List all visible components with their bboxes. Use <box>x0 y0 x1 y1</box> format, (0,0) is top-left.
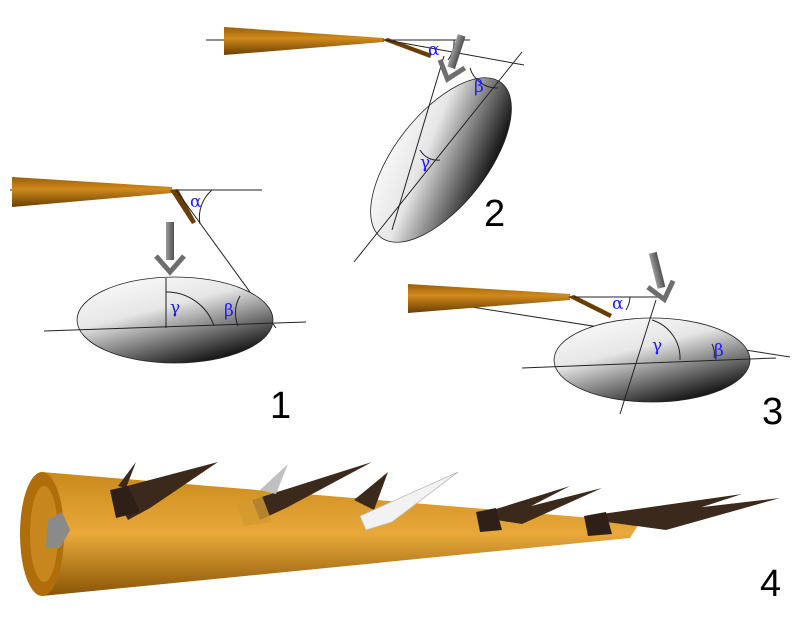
alpha-label: α <box>612 294 624 314</box>
beta-label: β <box>714 341 724 361</box>
beta-label: β <box>474 77 484 97</box>
panel-number: 4 <box>760 563 781 605</box>
beta-arc <box>234 295 241 327</box>
dendrite-cone <box>42 472 640 596</box>
beta-arc <box>469 67 499 89</box>
panel-number: 3 <box>762 391 783 433</box>
panel-number: 2 <box>484 193 505 235</box>
probe-tip <box>382 38 432 58</box>
gamma-arc <box>419 149 441 161</box>
probe-cantilever <box>12 177 172 207</box>
ellipsoid-particle <box>553 317 751 403</box>
gamma-arc <box>165 291 215 327</box>
alpha-arc <box>198 189 213 225</box>
force-arrow <box>154 222 186 276</box>
alpha-label: α <box>428 40 440 60</box>
probe-cantilever <box>224 27 384 55</box>
dendritic-spines <box>46 462 780 548</box>
force-direction-line <box>391 55 445 231</box>
major-axis-line <box>521 357 777 369</box>
panel-2: α β γ 2 <box>206 27 525 263</box>
force-arrow <box>437 34 467 83</box>
probe-tip <box>568 295 612 318</box>
force-direction-line <box>619 299 657 415</box>
gamma-label: γ <box>420 153 430 173</box>
ellipsoid-particle <box>370 77 512 243</box>
gamma-arc <box>651 319 681 361</box>
gamma-label: γ <box>170 298 180 318</box>
panel-4: 4 <box>20 462 781 605</box>
major-axis-line <box>43 321 307 332</box>
major-axis-line <box>353 51 523 263</box>
panel-1: α γ β 1 <box>10 177 307 427</box>
beta-arc <box>711 343 715 359</box>
probe-cantilever <box>408 284 570 313</box>
probe-tip <box>170 189 196 224</box>
alpha-label: α <box>190 192 202 212</box>
panel-number: 1 <box>270 385 291 427</box>
beta-label: β <box>224 301 234 321</box>
gamma-label: γ <box>652 336 662 356</box>
alpha-arc <box>625 296 631 311</box>
force-arrow <box>646 251 676 304</box>
ellipsoid-particle <box>76 276 274 364</box>
panel-3: α γ β 3 <box>407 251 791 433</box>
